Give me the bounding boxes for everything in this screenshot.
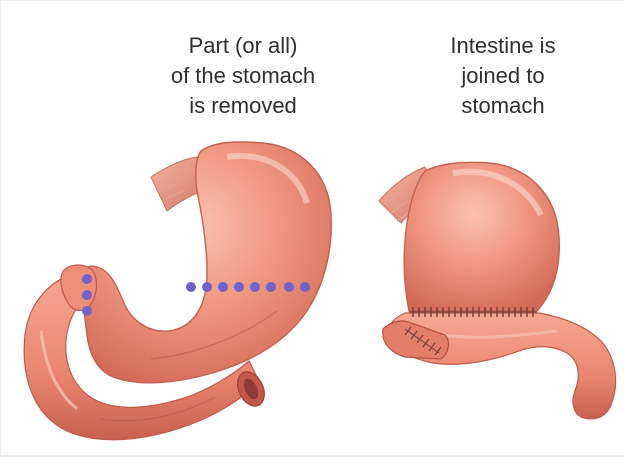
stomach-after-surgery bbox=[379, 162, 616, 419]
caption-right-line-2: joined to bbox=[403, 61, 603, 91]
caption-left-line-1: Part (or all) bbox=[143, 31, 343, 61]
caption-stomach-removed: Part (or all) of the stomach is removed bbox=[143, 31, 343, 121]
caption-left-line-2: of the stomach bbox=[143, 61, 343, 91]
cut-line-vertical bbox=[82, 274, 92, 316]
stomach-before-surgery bbox=[24, 142, 331, 440]
caption-intestine-joined: Intestine is joined to stomach bbox=[403, 31, 603, 121]
caption-right-line-1: Intestine is bbox=[403, 31, 603, 61]
caption-left-line-3: is removed bbox=[143, 91, 343, 121]
stomach-pouch-right bbox=[404, 162, 559, 311]
caption-right-line-3: stomach bbox=[403, 91, 603, 121]
